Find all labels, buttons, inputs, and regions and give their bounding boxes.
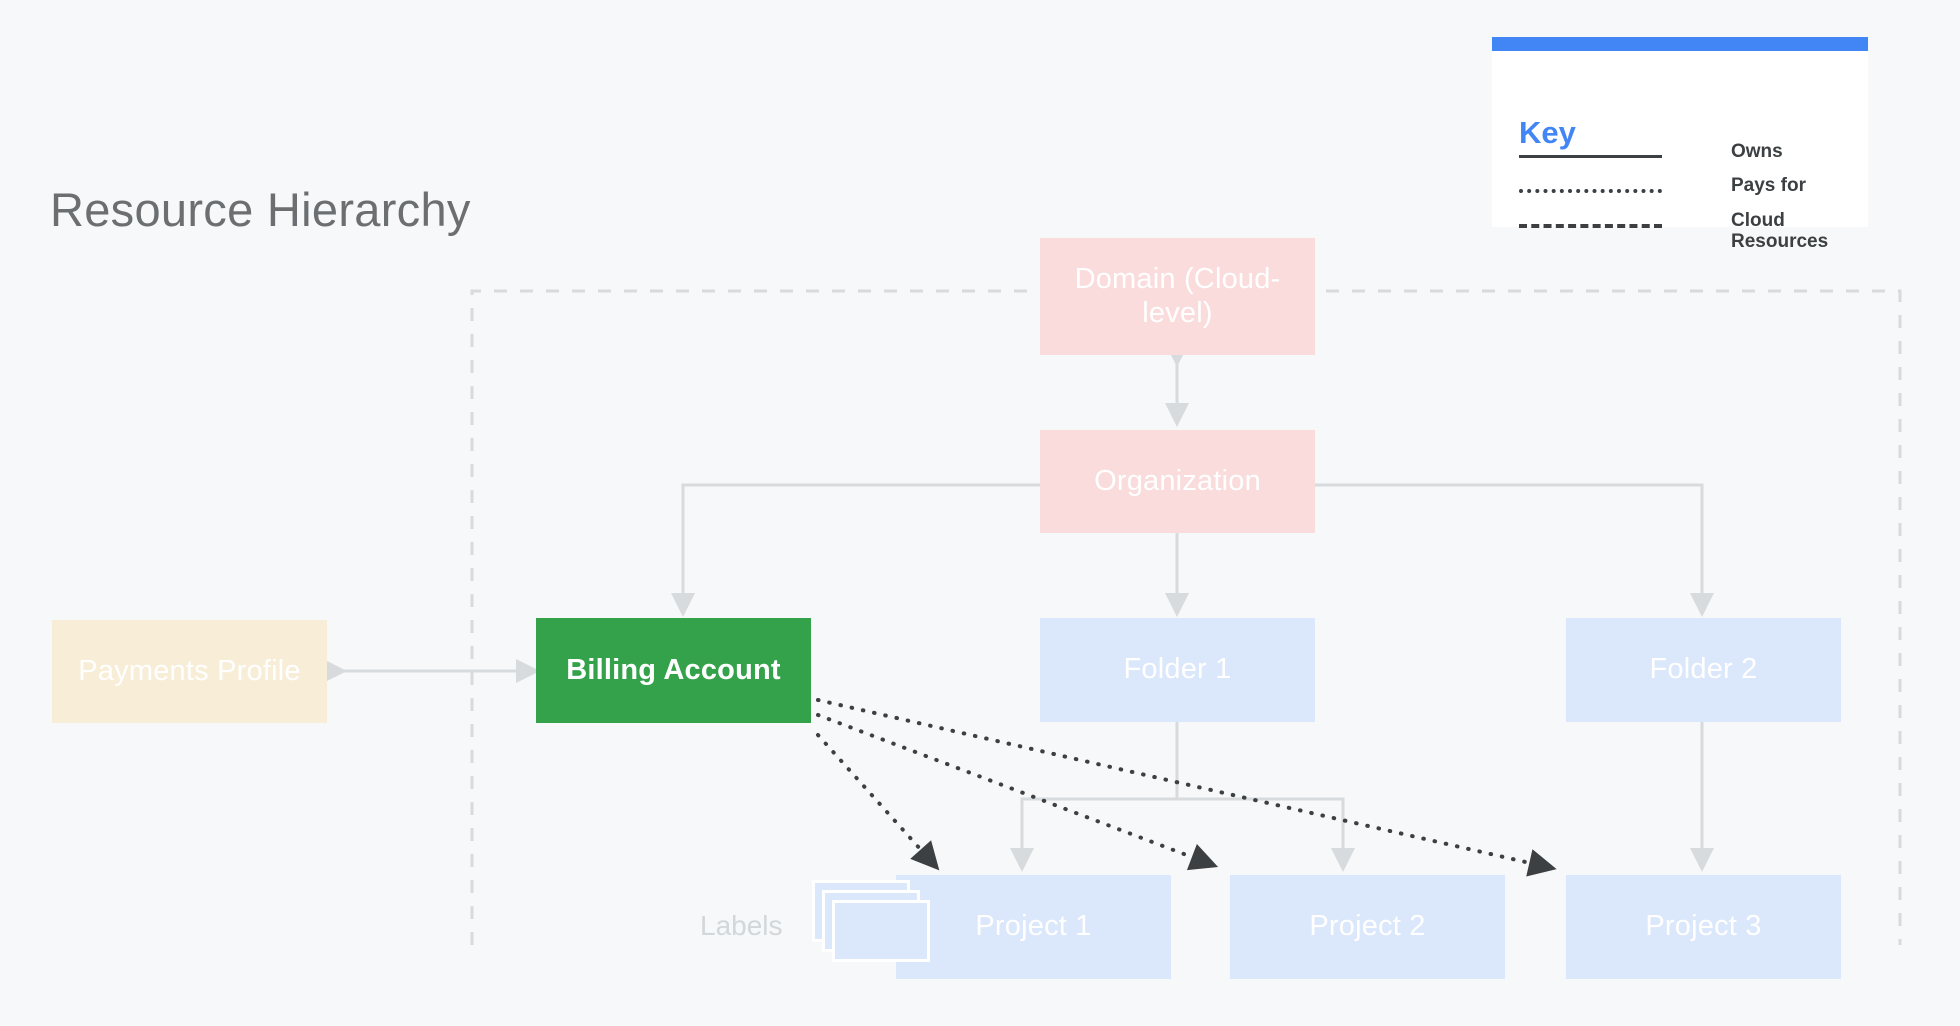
cloud-resources-line-sample <box>1519 224 1662 228</box>
edge-billing-project2 <box>816 713 1219 871</box>
node-billing-account[interactable]: Billing Account <box>536 618 811 723</box>
key-label-cloud-resources: Cloud Resources <box>1731 210 1829 253</box>
labels-caption: Labels <box>700 910 783 941</box>
node-organization[interactable]: Organization <box>1040 430 1315 533</box>
node-domain[interactable]: Domain (Cloud-level) <box>1040 238 1315 355</box>
key-legend: Key Owns Pays for Cloud Resources <box>1492 37 1868 252</box>
edge-folder1-project2 <box>1175 722 1355 872</box>
node-payments-profile[interactable]: Payments Profile <box>52 620 327 723</box>
key-header-bar <box>1492 37 1868 51</box>
owns-line-sample <box>1519 155 1662 158</box>
labels-stack-icon <box>812 880 932 965</box>
edge-billing-project1 <box>816 733 940 871</box>
node-payments-profile-label: Payments Profile <box>78 654 301 687</box>
node-project-1-label: Project 1 <box>975 910 1092 943</box>
key-title: Key <box>1519 115 1576 150</box>
node-project-3-label: Project 3 <box>1645 910 1762 943</box>
key-label-pays-for: Pays for <box>1731 175 1806 196</box>
edge-organization-billing <box>671 483 1040 617</box>
edge-folder1-project1 <box>1010 722 1179 872</box>
key-row-owns: Owns <box>1519 141 1859 175</box>
pays-for-line-sample <box>1519 189 1662 193</box>
key-row-cloud-resources: Cloud Resources <box>1519 210 1859 252</box>
node-project-2[interactable]: Project 2 <box>1230 875 1505 979</box>
node-folder-1-label: Folder 1 <box>1123 653 1232 686</box>
key-row-pays-for: Pays for <box>1519 175 1859 209</box>
node-domain-label: Domain (Cloud-level) <box>1074 263 1281 329</box>
node-project-1[interactable]: Project 1 <box>896 875 1171 979</box>
labels-card-front <box>832 900 930 962</box>
node-folder-2[interactable]: Folder 2 <box>1566 618 1841 722</box>
edge-organization-folder2 <box>1315 483 1714 617</box>
edge-billing-project3 <box>816 698 1557 877</box>
node-project-2-label: Project 2 <box>1309 910 1426 943</box>
node-organization-label: Organization <box>1094 464 1261 497</box>
node-folder-1[interactable]: Folder 1 <box>1040 618 1315 722</box>
page-title: Resource Hierarchy <box>50 183 471 236</box>
node-folder-2-label: Folder 2 <box>1649 653 1758 686</box>
key-label-owns: Owns <box>1731 141 1783 162</box>
node-billing-account-label: Billing Account <box>566 653 781 686</box>
node-project-3[interactable]: Project 3 <box>1566 875 1841 979</box>
